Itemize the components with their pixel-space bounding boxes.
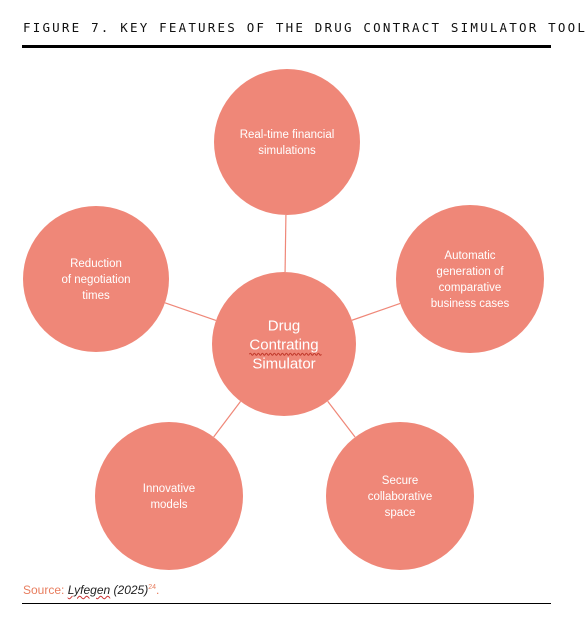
feature-node-4: Innovative models [95, 422, 243, 570]
feature-node-1-circle [214, 69, 360, 215]
feature-node-5: Reduction of negotiation times [23, 206, 169, 352]
figure-title: FIGURE 7. KEY FEATURES OF THE DRUG CONTR… [23, 20, 587, 35]
feature-node-3: Secure collaborative space [326, 422, 474, 570]
feature-node-1: Real-time financial simulations [214, 69, 360, 215]
feature-node-3-label-line: collaborative [368, 491, 433, 503]
feature-node-3-label-line: Secure [382, 475, 418, 487]
citation-name: Lyfegen [67, 583, 111, 597]
connector-line-4 [213, 401, 242, 438]
feature-node-1-label-line: simulations [258, 145, 316, 157]
connector-line-5 [164, 302, 217, 322]
feature-node-2-label-line: business cases [431, 298, 510, 310]
connector-line-1 [284, 214, 287, 273]
feature-node-2: Automatic generation of comparative busines… [396, 205, 544, 353]
feature-node-2-label-line: generation of [436, 266, 504, 278]
title-rule [22, 45, 551, 48]
feature-node-5-label-line: of negotiation [61, 274, 130, 286]
source-trailing: . [156, 583, 160, 597]
feature-node-2-label-line: comparative [439, 282, 502, 294]
feature-node-4-label-line: models [150, 499, 187, 511]
footnote-ref: 24 [148, 584, 157, 591]
center-node-label-line: Contrating [249, 336, 318, 353]
footer-rule [22, 603, 551, 604]
feature-node-4-circle [95, 422, 243, 570]
feature-node-3-label-line: space [385, 507, 416, 519]
feature-node-2-circle [396, 205, 544, 353]
feature-node-4-label-line: Innovative [143, 483, 195, 495]
feature-node-5-label-line: Reduction [70, 258, 122, 270]
citation-year: (2025) [110, 583, 149, 597]
spellcheck-underline [248, 352, 322, 356]
feature-node-3-circle [326, 422, 474, 570]
center-node-circle [212, 272, 356, 416]
feature-node-5-label-line: times [82, 290, 110, 302]
center-node-label-line: Simulator [252, 355, 315, 372]
center-node-label-line: Drug [268, 317, 301, 334]
source-note: Source: Lyfegen (2025)24. [23, 583, 159, 597]
feature-node-5-circle [23, 206, 169, 352]
feature-node-1-label-line: Real-time financial [240, 129, 335, 141]
feature-node-2-label-line: Automatic [444, 250, 495, 262]
connector-line-3 [327, 400, 356, 438]
source-citation: Lyfegen (2025) [68, 583, 149, 597]
source-label: Source: [23, 583, 68, 597]
connector-line-2 [351, 302, 401, 321]
connectors [164, 214, 401, 438]
